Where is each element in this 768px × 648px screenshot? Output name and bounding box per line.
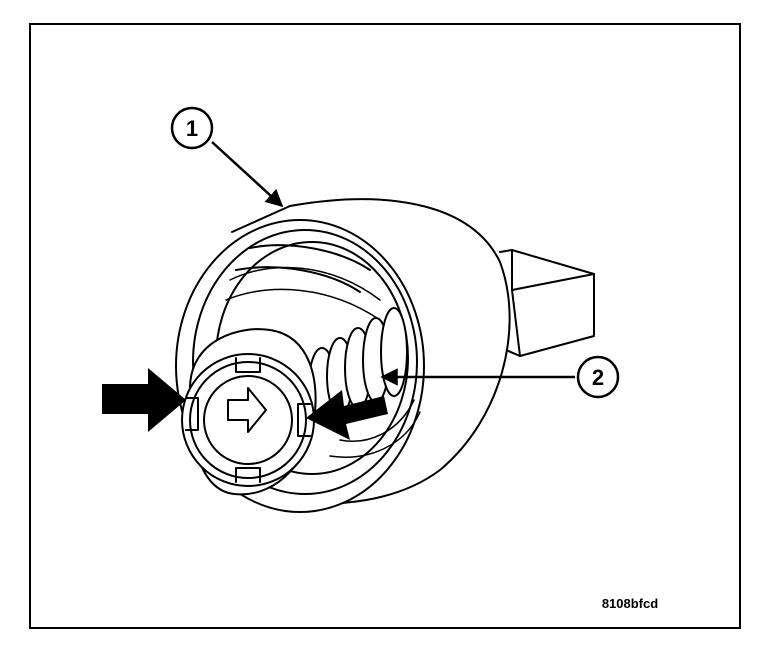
leader-line-1 (211, 141, 284, 208)
rear-terminal-tab (499, 249, 595, 357)
release-tab-arrows (102, 368, 388, 440)
callout-2-label: 2 (592, 365, 604, 390)
plunger-front (181, 328, 317, 496)
figure-code: 8108bfcd (602, 596, 658, 611)
left-squeeze-arrow (102, 368, 186, 432)
connector-illustration (175, 198, 595, 513)
callout-1: 1 (170, 106, 214, 150)
right-squeeze-arrow (306, 390, 388, 440)
callout-2: 2 (576, 355, 620, 399)
housing-cavity (225, 266, 421, 458)
callout-1-label: 1 (186, 116, 198, 141)
callout-2-circle (576, 355, 620, 399)
figure-border (29, 23, 741, 629)
callout-1-circle (170, 106, 214, 150)
